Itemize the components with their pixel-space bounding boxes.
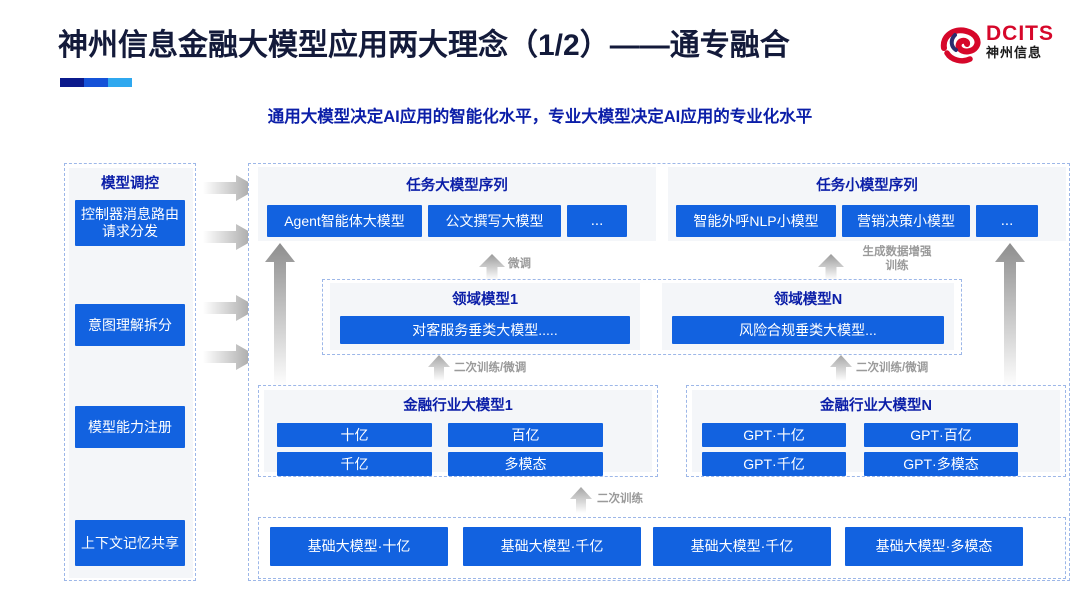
logo-swirl-icon bbox=[938, 26, 982, 66]
arrow-label-data-aug-line2: 训练 bbox=[885, 260, 909, 272]
industry-model-n-item-gpt-multimodal[interactable]: GPT·多模态 bbox=[864, 452, 1018, 476]
title-underline-accent bbox=[60, 78, 132, 87]
arrow-label-retrain-finetune-right: 二次训练/微调 bbox=[856, 362, 929, 374]
logo-text: DCITS 神州信息 bbox=[986, 22, 1054, 61]
control-item-registry[interactable]: 模型能力注册 bbox=[75, 406, 185, 448]
right-arrow-icon-3 bbox=[203, 295, 259, 321]
foundation-model-hundred-billion-b[interactable]: 基础大模型·千亿 bbox=[653, 527, 831, 566]
domain-model-n-title: 领域模型N bbox=[773, 292, 843, 308]
arrow-label-retrain: 二次训练 bbox=[597, 493, 643, 505]
industry-model-1-item-hundred-billion[interactable]: 千亿 bbox=[277, 452, 432, 476]
task-model-agent[interactable]: Agent智能体大模型 bbox=[267, 205, 422, 237]
industry-model-1-title: 金融行业大模型1 bbox=[403, 398, 513, 414]
task-model-outbound-nlp[interactable]: 智能外呼NLP小模型 bbox=[676, 205, 836, 237]
task-model-small-more[interactable]: ... bbox=[976, 205, 1038, 237]
up-arrow-icon-retrain-center bbox=[570, 487, 592, 513]
arrow-label-data-aug-line1: 生成数据增强 bbox=[862, 246, 932, 258]
right-arrow-icon-4 bbox=[203, 344, 259, 370]
task-model-document-writing[interactable]: 公文撰写大模型 bbox=[428, 205, 561, 237]
industry-model-1-item-ten-billion[interactable]: 百亿 bbox=[448, 423, 603, 447]
task-model-marketing-decision[interactable]: 营销决策小模型 bbox=[842, 205, 970, 237]
up-arrow-icon-retrain-left bbox=[428, 355, 450, 381]
domain-model-customer-service[interactable]: 对客服务垂类大模型..... bbox=[340, 316, 630, 344]
page-title: 神州信息金融大模型应用两大理念（1/2）——通专融合 bbox=[58, 29, 790, 62]
up-arrow-icon-fine-tune bbox=[479, 254, 505, 280]
slide-header: 神州信息金融大模型应用两大理念（1/2）——通专融合 通用大模型决定AI应用的智… bbox=[0, 0, 1080, 140]
dcits-logo: DCITS 神州信息 bbox=[938, 22, 1066, 76]
up-arrow-icon-data-aug bbox=[818, 254, 844, 280]
control-item-intent[interactable]: 意图理解拆分 bbox=[75, 304, 185, 346]
industry-model-n-item-gpt-hundred-billion[interactable]: GPT·千亿 bbox=[702, 452, 846, 476]
foundation-model-hundred-billion-a[interactable]: 基础大模型·千亿 bbox=[463, 527, 641, 566]
domain-model-risk-compliance[interactable]: 风险合规垂类大模型... bbox=[672, 316, 944, 344]
up-arrow-icon-long-left bbox=[265, 243, 295, 387]
industry-model-n-item-gpt-billion[interactable]: GPT·十亿 bbox=[702, 423, 846, 447]
arrow-label-fine-tune: 微调 bbox=[508, 258, 531, 270]
right-arrow-icon-2 bbox=[203, 224, 259, 250]
task-model-more[interactable]: ... bbox=[567, 205, 627, 237]
foundation-model-multimodal[interactable]: 基础大模型·多模态 bbox=[845, 527, 1023, 566]
right-arrow-icon-1 bbox=[203, 175, 259, 201]
control-item-router[interactable]: 控制器消息路由请求分发 bbox=[75, 200, 185, 246]
logo-en-text: DCITS bbox=[986, 22, 1054, 45]
control-item-context-memory[interactable]: 上下文记忆共享 bbox=[75, 520, 185, 566]
industry-model-1-item-multimodal[interactable]: 多模态 bbox=[448, 452, 603, 476]
domain-model-1-title: 领域模型1 bbox=[451, 292, 519, 308]
up-arrow-icon-long-right bbox=[995, 243, 1025, 387]
industry-model-n-title: 金融行业大模型N bbox=[820, 398, 932, 414]
up-arrow-icon-retrain-right bbox=[830, 355, 852, 381]
arrow-label-retrain-finetune-left: 二次训练/微调 bbox=[454, 362, 527, 374]
industry-model-1-item-billion[interactable]: 十亿 bbox=[277, 423, 432, 447]
task-small-model-sequence-title: 任务小模型序列 bbox=[816, 178, 918, 194]
industry-model-n-item-gpt-ten-billion[interactable]: GPT·百亿 bbox=[864, 423, 1018, 447]
model-control-title: 模型调控 bbox=[101, 176, 159, 192]
foundation-model-billion[interactable]: 基础大模型·十亿 bbox=[270, 527, 448, 566]
task-large-model-sequence-title: 任务大模型序列 bbox=[406, 178, 508, 194]
logo-cn-text: 神州信息 bbox=[986, 45, 1043, 60]
subtitle: 通用大模型决定AI应用的智能化水平，专业大模型决定AI应用的专业化水平 bbox=[267, 108, 813, 126]
